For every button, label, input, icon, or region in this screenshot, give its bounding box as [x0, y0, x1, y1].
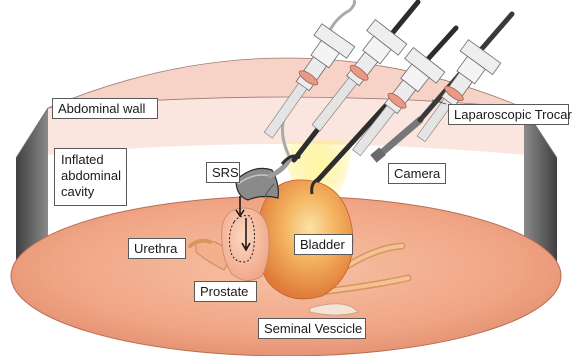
prostate-label: Prostate	[194, 281, 257, 302]
abdominal-wall-label: Abdominal wall	[52, 98, 158, 119]
urethra-label: Urethra	[128, 238, 186, 259]
srs-label: SRS	[206, 162, 240, 183]
camera-label: Camera	[388, 163, 446, 184]
inflated-cavity-label: Inflated abdominal cavity	[54, 148, 127, 206]
bladder-label: Bladder	[294, 234, 353, 255]
laparoscopic-trocar-label: Laparoscopic Trocar	[448, 104, 569, 125]
seminal-vesicle-label: Seminal Vescicle	[258, 318, 366, 339]
